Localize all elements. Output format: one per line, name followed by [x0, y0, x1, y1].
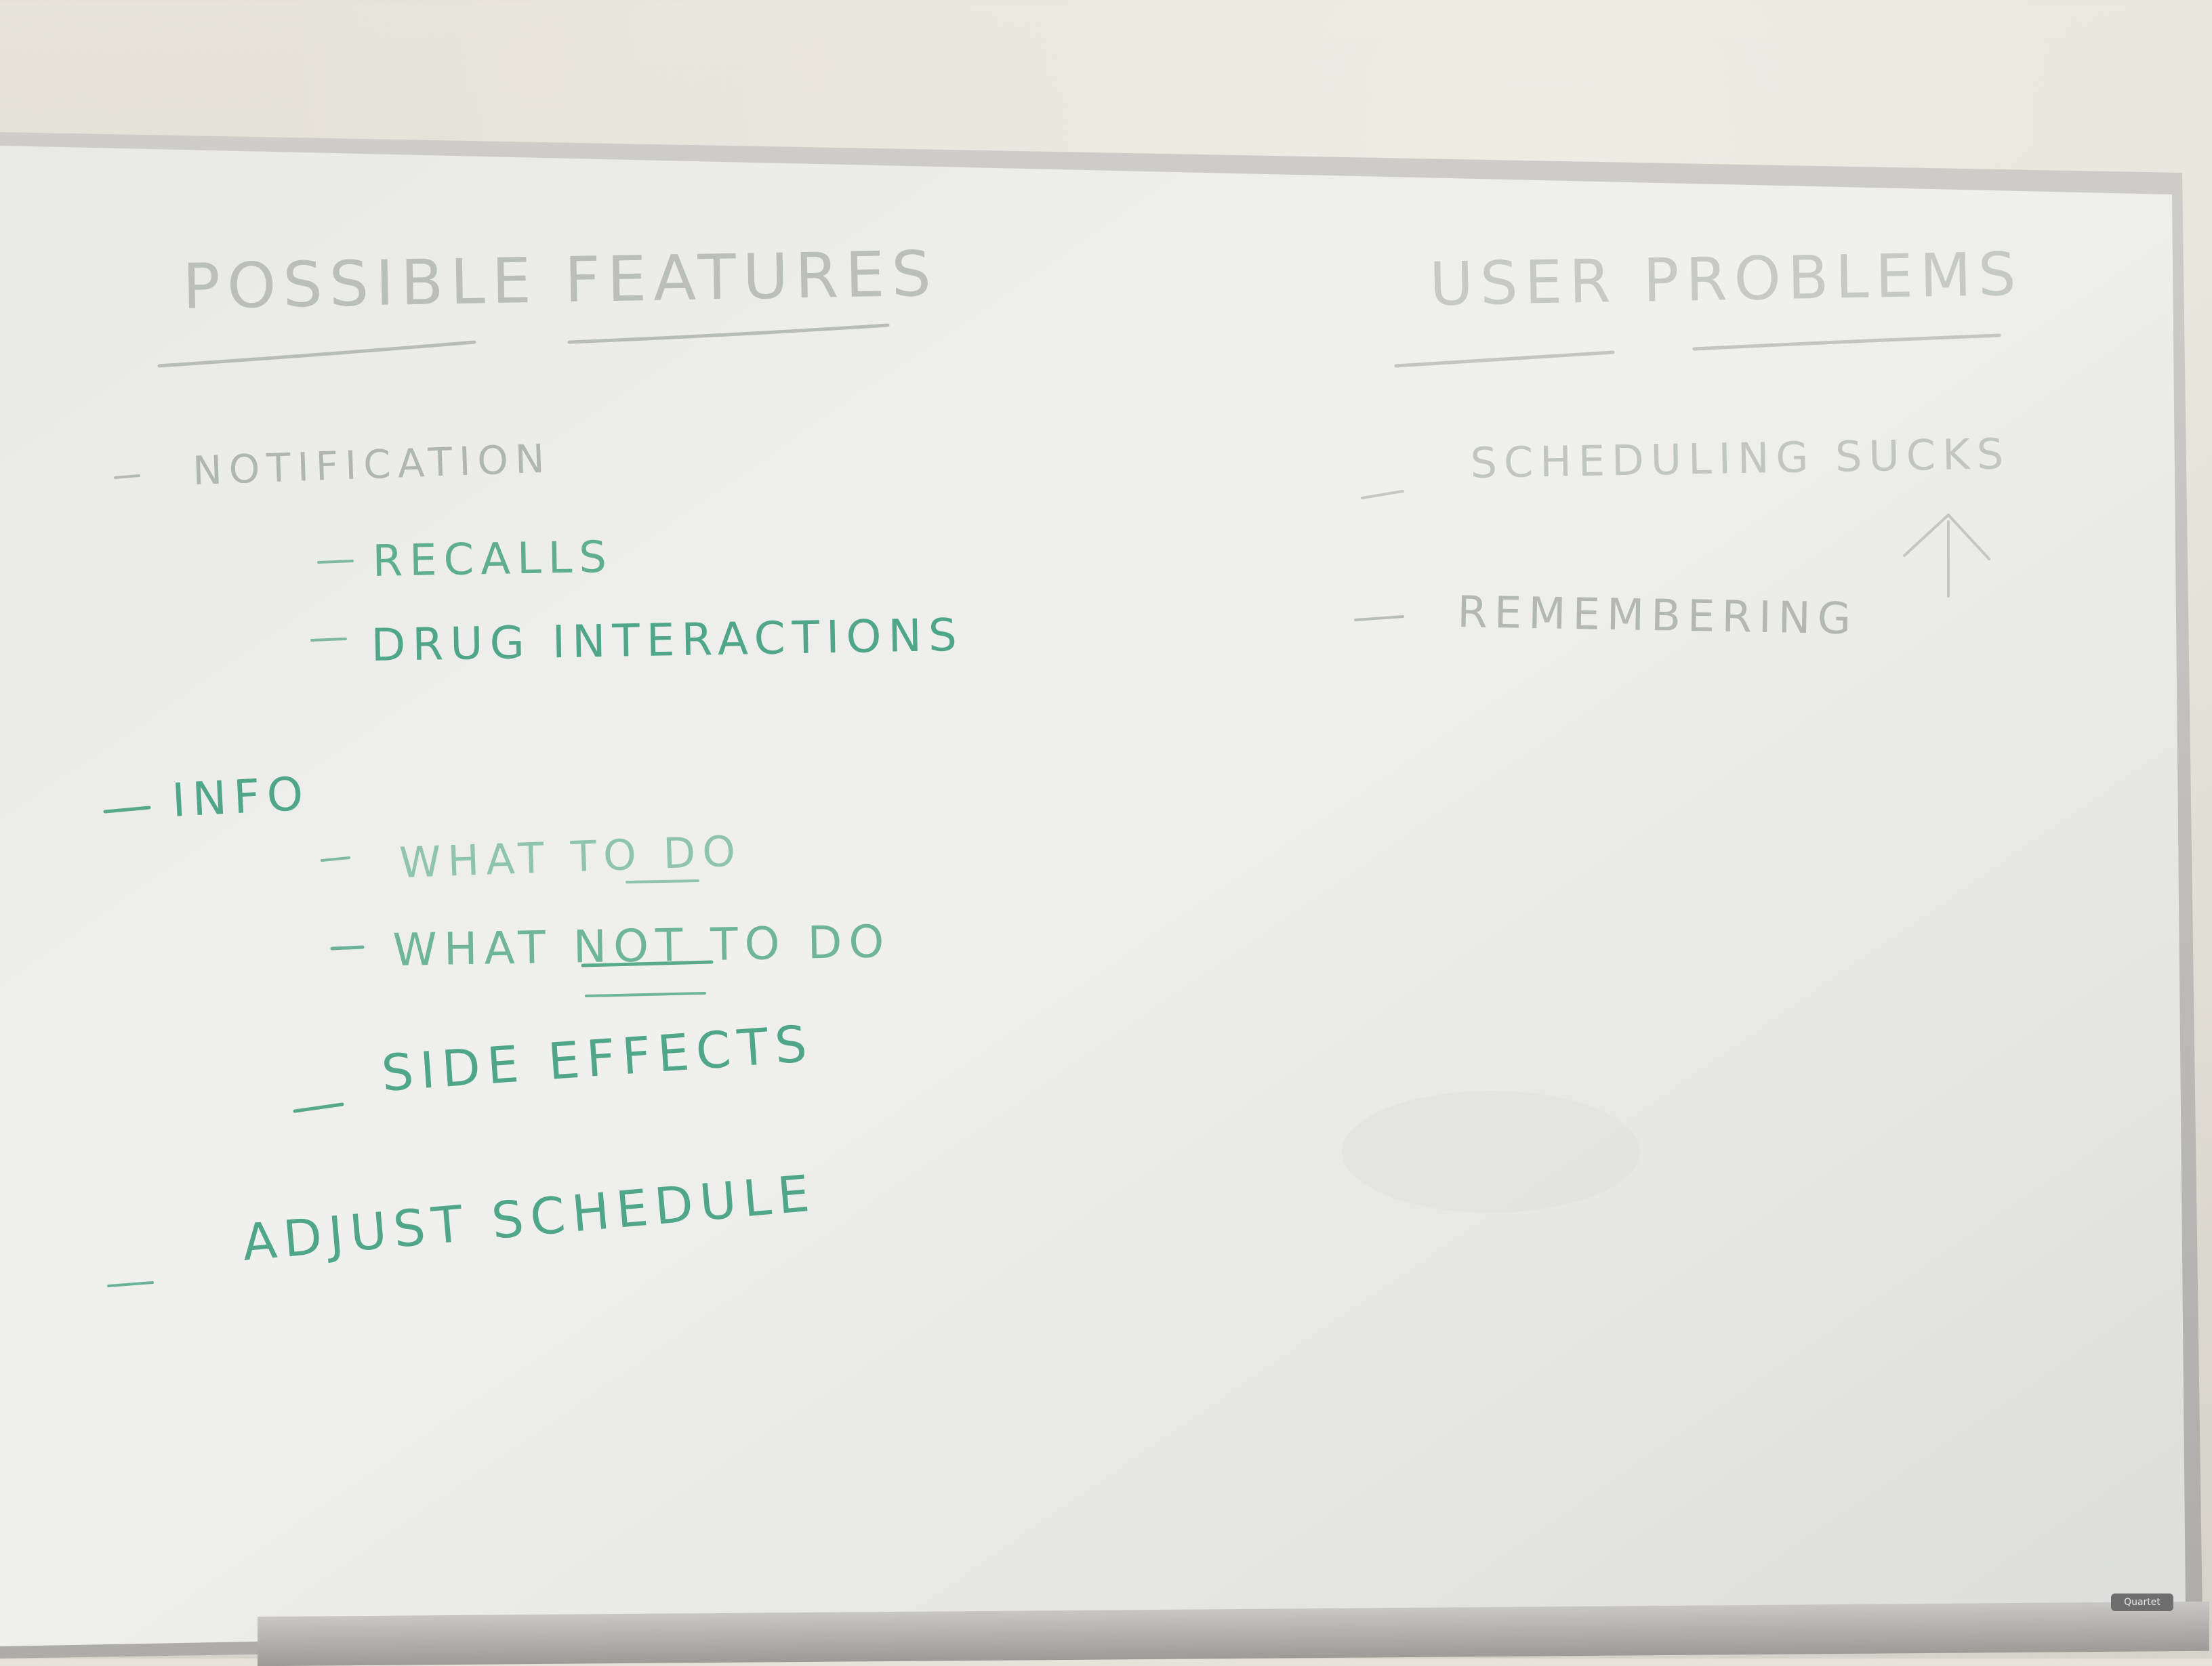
user-problems-heading-text: USER PROBLEMS [1429, 239, 2024, 319]
user-problems-heading: USER PROBLEMS [1394, 239, 2024, 368]
list-item-info: INFO [103, 767, 311, 828]
scheduling-sucks-text: SCHEDULING SUCKS [1470, 429, 2011, 488]
problems-list: SCHEDULING SUCKS REMEMBERING [1354, 429, 2011, 644]
whiteboard-surface [0, 146, 2186, 1646]
info-text: INFO [171, 767, 311, 828]
list-item-recalls: RECALLS [317, 533, 614, 587]
eraser-smudge [1342, 1091, 1640, 1213]
recalls-text: RECALLS [372, 533, 614, 587]
list-item-remembering: REMEMBERING [1354, 587, 1858, 644]
brand-logo: Quartet [2111, 1594, 2173, 1611]
what-to-do-text: WHAT TO DO [398, 826, 743, 888]
drug-interactions-text: DRUG INTERACTIONS [371, 609, 964, 671]
remembering-text: REMEMBERING [1457, 587, 1858, 644]
what-not-to-do-text: WHAT NOT TO DO [392, 915, 891, 976]
possible-features-heading-text: POSSIBLE FEATURES [182, 238, 939, 323]
up-arrow-icon [1903, 514, 1990, 598]
list-item-drug-interactions: DRUG INTERACTIONS [310, 609, 964, 671]
list-item-what-to-do: WHAT TO DO [321, 826, 743, 888]
list-item-what-not-to-do: WHAT NOT TO DO [330, 915, 891, 997]
possible-features-heading: POSSIBLE FEATURES [157, 238, 939, 368]
list-item-scheduling-sucks: SCHEDULING SUCKS [1361, 429, 2011, 598]
